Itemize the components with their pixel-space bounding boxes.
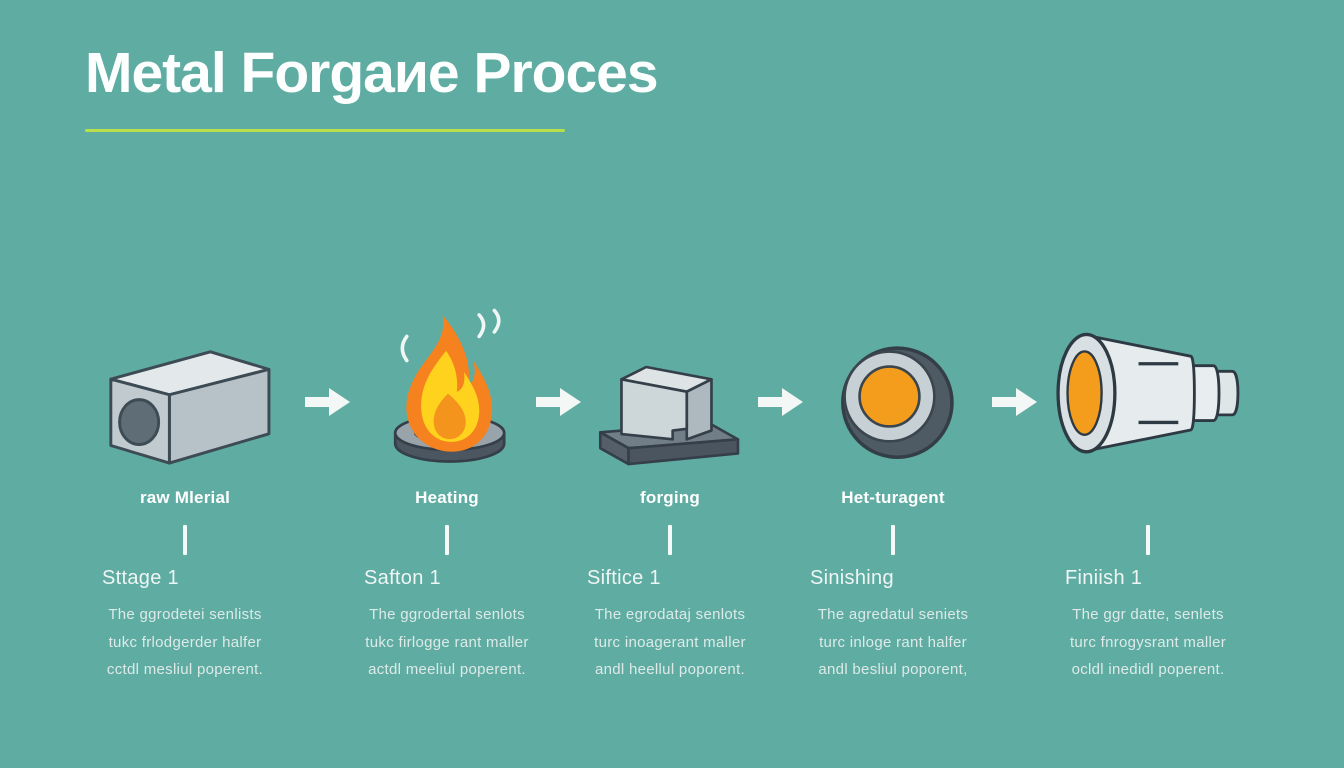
stage-title: Safton 1 xyxy=(364,567,441,589)
stage-column-heat-treatment: Het-turagent Sinishing The agredatul sen… xyxy=(788,296,998,716)
stage-label: forging xyxy=(640,488,700,507)
forging-block-anvil-icon xyxy=(565,296,775,466)
tick-mark xyxy=(1146,525,1150,555)
tick-mark xyxy=(183,525,187,555)
tick-mark xyxy=(668,525,672,555)
finished-part-icon xyxy=(1043,296,1253,466)
right-arrow-icon xyxy=(758,386,804,418)
heat-treatment-rings-icon xyxy=(788,296,998,466)
stage-label: raw Mlerial xyxy=(139,488,231,507)
stage-title: Sinishing xyxy=(810,567,894,589)
stage-description: The agredatul seniets turc inloge rant h… xyxy=(817,606,969,679)
right-arrow-icon xyxy=(992,386,1038,418)
stage-description: The egrodataj senlots turc inoagerant ma… xyxy=(594,606,746,679)
stage-column-heating: Heating Safton 1 The ggrodertal senlots … xyxy=(342,296,552,716)
stage-title: Siftice 1 xyxy=(587,567,661,589)
right-arrow-icon xyxy=(305,386,351,418)
stage-title: Finiish 1 xyxy=(1065,567,1143,589)
stage-column-raw-material: raw Mlerial Sttage 1 The ggrodetei senli… xyxy=(80,296,290,716)
stage-description: The ggr datte, senlets turc fnrogysrant … xyxy=(1069,606,1227,679)
stage-label: Heating xyxy=(415,488,479,507)
stage-label: Het-turagent xyxy=(841,488,945,507)
heating-flame-icon xyxy=(342,296,552,466)
raw-material-billet-icon xyxy=(80,296,290,466)
page-title: Metal Forgaиe Proces xyxy=(85,41,659,105)
right-arrow-icon xyxy=(536,386,582,418)
stage-title: Sttage 1 xyxy=(102,567,179,589)
stage-column-forging: forging Siftice 1 The egrodataj senlots … xyxy=(565,296,775,716)
tick-mark xyxy=(891,525,895,555)
stage-description: The ggrodetei senlists tukc frlodgerder … xyxy=(106,606,264,679)
title-underline xyxy=(85,129,565,132)
tick-mark xyxy=(445,525,449,555)
stage-description: The ggrodertal senlots tukc firlogge ran… xyxy=(365,606,529,679)
stage-column-finishing: Finiish 1 The ggr datte, senlets turc fn… xyxy=(1043,296,1253,716)
